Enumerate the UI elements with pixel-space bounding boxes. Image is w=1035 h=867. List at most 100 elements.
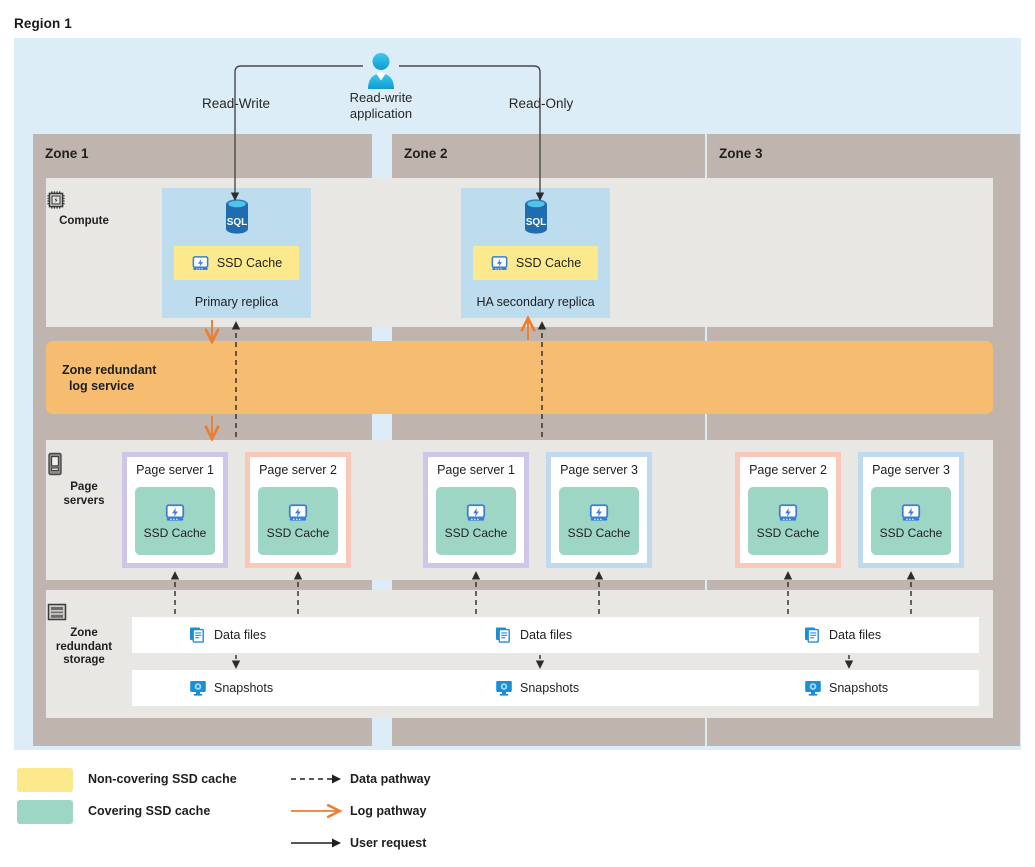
storage-stack-icon: [46, 602, 122, 622]
primary-ssd-cache: SSD Cache: [174, 246, 299, 280]
ha-secondary-ssd-cache-label: SSD Cache: [515, 256, 582, 270]
page-server-z1-1[interactable]: Page server 1 SSD Cache: [122, 452, 228, 568]
page-server-name: Page server 3: [872, 463, 950, 477]
page-server-z2-3[interactable]: Page server 3 SSD Cache: [546, 452, 652, 568]
ssd-drive-icon: [287, 502, 309, 524]
ssd-drive-icon: [191, 254, 210, 273]
zone-redundant-log-service: Zone redundant log service: [46, 341, 993, 414]
svg-text:SQL: SQL: [226, 217, 247, 228]
ssd-drive-icon: [465, 502, 487, 524]
legend-arrow-user-request: [291, 838, 341, 848]
page-servers-rail-label: Page servers: [46, 452, 122, 508]
legend-label-covering: Covering SSD cache: [88, 804, 211, 818]
snapshots-row: Snapshots Snapshots: [132, 670, 979, 706]
ha-secondary-ssd-cache: SSD Cache: [473, 246, 598, 280]
page-server-cache: SSD Cache: [871, 487, 951, 555]
sql-database-icon: SQL: [521, 196, 551, 240]
legend-label-non-covering: Non-covering SSD cache: [88, 772, 237, 786]
page-server-cache-label: SSD Cache: [567, 526, 631, 540]
page-servers-rail-line2: servers: [63, 494, 105, 507]
zone-header-2: Zone 2: [392, 134, 705, 172]
data-files-label: Data files: [829, 628, 882, 642]
page-server-cache: SSD Cache: [436, 487, 516, 555]
page-server-cache: SSD Cache: [258, 487, 338, 555]
log-service-line1: Zone redundant: [62, 362, 157, 377]
storage-rail-line1: Zone: [70, 627, 98, 639]
storage-rail-line3: storage: [63, 654, 105, 666]
log-service-label: Zone redundant log service: [62, 362, 156, 394]
sql-database-icon: SQL: [222, 196, 252, 240]
data-files-cell-z2: Data files: [495, 617, 572, 653]
ssd-drive-icon: [900, 502, 922, 524]
snapshot-monitor-icon: [189, 679, 207, 697]
page-server-cache-label: SSD Cache: [879, 526, 943, 540]
read-write-application-label: Read-write application: [322, 90, 440, 122]
primary-replica-box[interactable]: SQL SSD Cache Primary replica: [162, 188, 311, 318]
page-server-cache-label: SSD Cache: [444, 526, 508, 540]
page-server-cache-label: SSD Cache: [266, 526, 330, 540]
legend-arrow-data-pathway: [291, 774, 341, 784]
page-server-z3-2[interactable]: Page server 2 SSD Cache: [735, 452, 841, 568]
ha-secondary-replica-box[interactable]: SQL SSD Cache HA secondary replica: [461, 188, 610, 318]
page-server-cache-label: SSD Cache: [143, 526, 207, 540]
ssd-drive-icon: [588, 502, 610, 524]
page-server-name: Page server 1: [136, 463, 214, 477]
storage-rail-label: Zone redundant storage: [46, 602, 122, 668]
region-title: Region 1: [14, 16, 72, 31]
documents-icon: [495, 626, 513, 644]
primary-ssd-cache-label: SSD Cache: [216, 256, 283, 270]
page-server-z3-3[interactable]: Page server 3 SSD Cache: [858, 452, 964, 568]
data-files-cell-z1: Data files: [189, 617, 266, 653]
ha-secondary-replica-label: HA secondary replica: [476, 295, 595, 309]
legend-label-data-pathway: Data pathway: [350, 772, 431, 786]
zone-label-3: Zone 3: [719, 145, 763, 161]
page-servers-rail-line1: Page: [70, 481, 98, 493]
ssd-drive-icon: [490, 254, 509, 273]
page-server-name: Page server 2: [749, 463, 827, 477]
snapshots-cell-z2: Snapshots: [495, 670, 579, 706]
data-files-label: Data files: [520, 628, 573, 642]
legend-swatch-non-covering: [17, 768, 73, 792]
page-server-z2-1[interactable]: Page server 1 SSD Cache: [423, 452, 529, 568]
zone-label-1: Zone 1: [45, 145, 89, 161]
zone-header-1: Zone 1: [33, 134, 372, 172]
legend: Non-covering SSD cache Covering SSD cach…: [0, 755, 1035, 867]
zone-header-3: Zone 3: [707, 134, 1020, 172]
data-files-cell-z3: Data files: [804, 617, 881, 653]
page-server-name: Page server 3: [560, 463, 638, 477]
svg-text:SQL: SQL: [525, 217, 546, 228]
page-server-cache: SSD Cache: [135, 487, 215, 555]
page-server-name: Page server 1: [437, 463, 515, 477]
page-server-cache: SSD Cache: [559, 487, 639, 555]
legend-label-log-pathway: Log pathway: [350, 804, 427, 818]
app-label-line1: Read-write: [349, 90, 413, 105]
storage-rail-line2: redundant: [55, 640, 113, 653]
legend-arrow-log-pathway: [291, 803, 352, 819]
page-server-cache: SSD Cache: [748, 487, 828, 555]
read-write-label: Read-Write: [201, 96, 271, 111]
snapshots-label: Snapshots: [214, 681, 274, 695]
compute-rail-text: Compute: [59, 215, 109, 227]
documents-icon: [804, 626, 822, 644]
documents-icon: [189, 626, 207, 644]
snapshots-cell-z1: Snapshots: [189, 670, 273, 706]
read-only-label: Read-Only: [508, 96, 574, 111]
page-server-cache-label: SSD Cache: [756, 526, 820, 540]
app-label-line2: application: [349, 106, 413, 121]
legend-label-user-request: User request: [350, 836, 427, 850]
ssd-drive-icon: [777, 502, 799, 524]
cpu-chip-icon: [46, 190, 122, 210]
ssd-drive-icon: [164, 502, 186, 524]
server-device-icon: [46, 452, 122, 476]
primary-replica-label: Primary replica: [194, 295, 279, 309]
snapshot-monitor-icon: [804, 679, 822, 697]
log-service-line2: log service: [68, 378, 135, 393]
user-icon: [366, 52, 396, 90]
page-server-name: Page server 2: [259, 463, 337, 477]
legend-swatch-covering: [17, 800, 73, 824]
page-server-z1-2[interactable]: Page server 2 SSD Cache: [245, 452, 351, 568]
data-files-label: Data files: [214, 628, 267, 642]
data-files-row: Data files Data files: [132, 617, 979, 653]
compute-rail-label: Compute: [46, 190, 122, 229]
